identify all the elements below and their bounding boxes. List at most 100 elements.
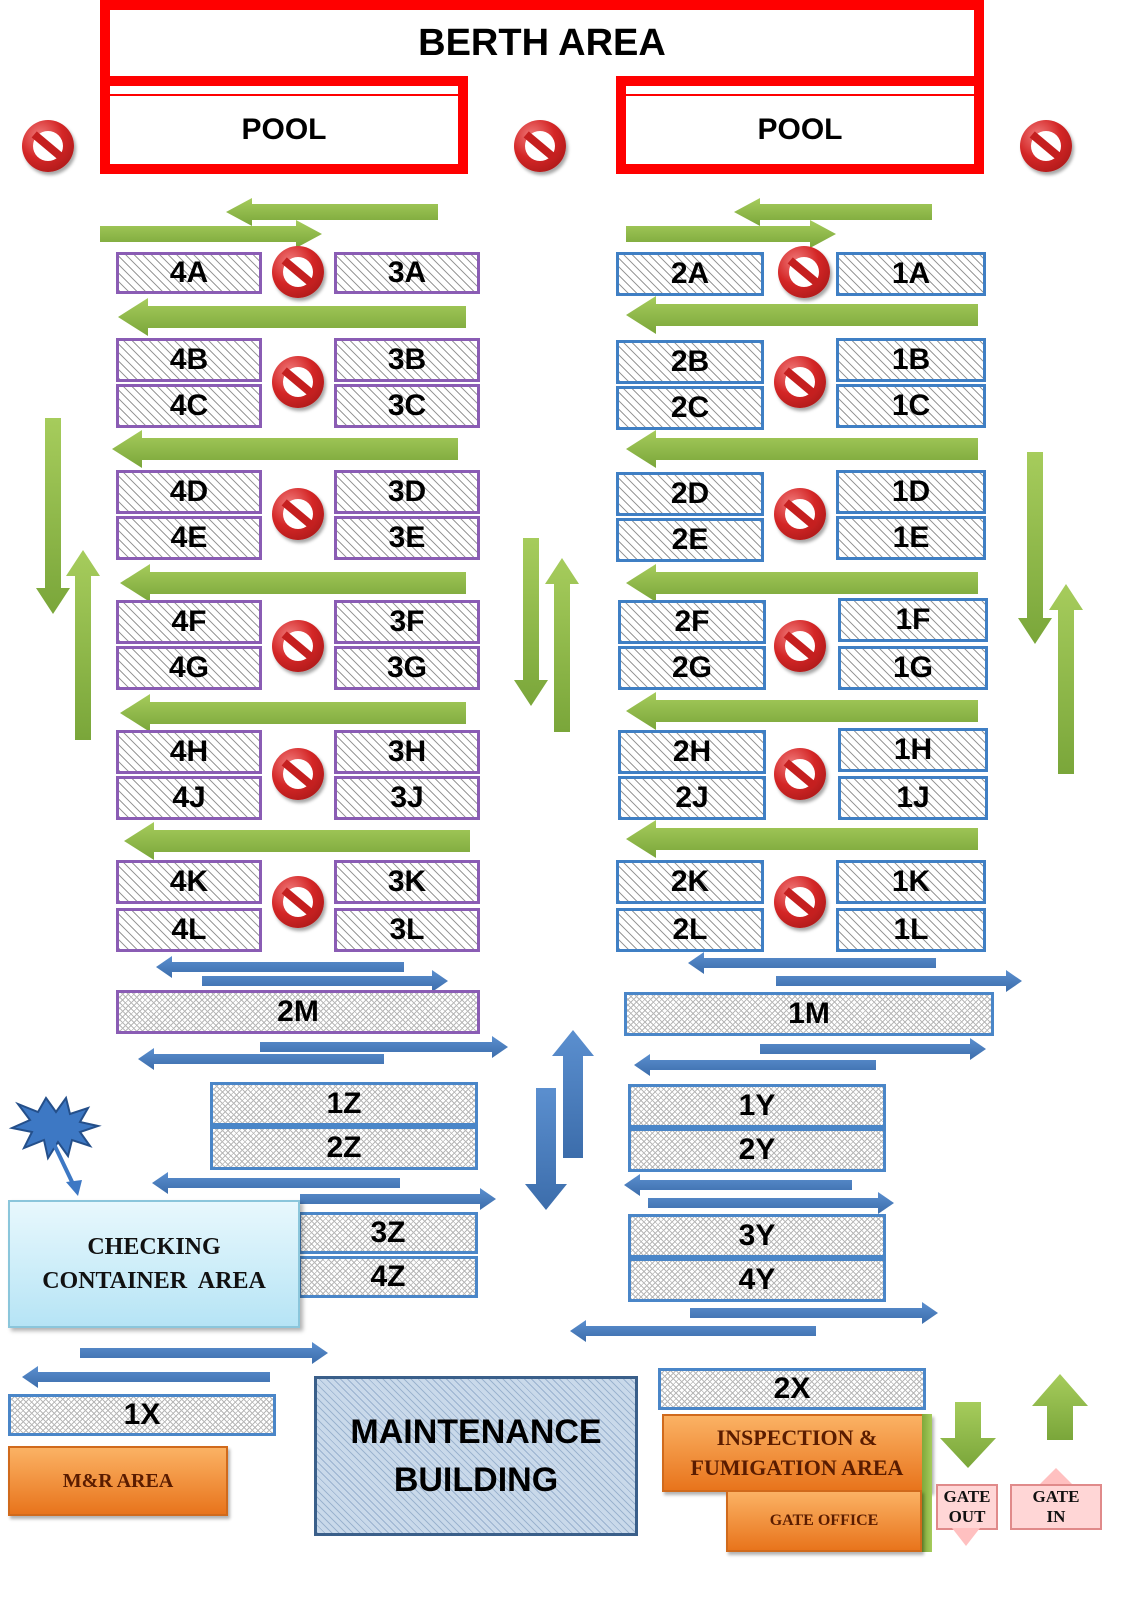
no-entry-icon [774,876,826,928]
block-2M: 2M [116,990,480,1034]
mr-area: M&R AREA [8,1446,228,1516]
arrow-left-icon [156,956,404,978]
block-4F: 4F [116,600,262,644]
block-1H: 1H [838,728,988,772]
no-entry-icon [774,356,826,408]
gate-office-label: GATE OFFICE [769,1512,879,1529]
no-entry-icon [774,748,826,800]
gate-in: GATE IN [1010,1484,1102,1530]
block-2L: 2L [616,908,764,952]
block-1J: 1J [838,776,988,820]
arrow-up-icon [545,558,579,732]
block-1M: 1M [624,992,994,1036]
arrow-left-icon [138,1048,384,1070]
arrow-right-icon [80,1342,328,1364]
block-3D: 3D [334,470,480,514]
block-1K: 1K [836,860,986,904]
block-4Y: 4Y [628,1258,886,1302]
arrow-left-icon [112,430,458,468]
arrow-right-icon [776,970,1022,992]
block-4C: 4C [116,384,262,428]
gate-out-arrow-icon [952,1528,980,1546]
block-3L: 3L [334,908,480,952]
no-entry-icon [1020,120,1072,172]
pool-left-box: POOL [100,86,468,174]
block-1L: 1L [836,908,986,952]
arrow-right-icon [690,1302,938,1324]
arrow-left-icon [626,296,978,334]
arrow-right-icon [260,1036,508,1058]
checking-line-2: CONTAINER AREA [42,1268,266,1294]
arrow-right-icon [760,1038,986,1060]
block-1X: 1X [8,1394,276,1436]
maintenance-line-2: BUILDING [393,1461,559,1499]
no-entry-icon [22,120,74,172]
block-2Y: 2Y [628,1128,886,1172]
arrow-down-icon [940,1402,996,1468]
inspection-line-1: INSPECTION & [716,1425,878,1450]
no-entry-icon [272,246,324,298]
block-2B: 2B [616,340,764,384]
block-3F: 3F [334,600,480,644]
no-entry-icon [778,246,830,298]
arrow-left-icon [120,694,466,732]
block-3B: 3B [334,338,480,382]
arrow-left-icon [570,1320,816,1342]
arrow-up-icon [552,1030,594,1158]
no-entry-icon [272,876,324,928]
arrow-left-icon [624,1174,852,1196]
block-2H: 2H [618,730,766,774]
gate-out: GATE OUT [936,1484,998,1530]
arrow-down-icon [1018,452,1052,644]
inspection-line-2: FUMIGATION AREA [690,1455,904,1480]
block-3K: 3K [334,860,480,904]
block-1C: 1C [836,384,986,428]
gate-in-line-2: IN [1046,1507,1066,1526]
explosion-icon [8,1095,102,1196]
arrow-right-icon [100,220,322,248]
arrow-right-icon [626,220,836,248]
arrow-up-icon [1032,1374,1088,1440]
block-2K: 2K [616,860,764,904]
block-4J: 4J [116,776,262,820]
block-4D: 4D [116,470,262,514]
gate-in-arrow-icon [1040,1468,1072,1484]
block-3G: 3G [334,646,480,690]
pool-left-gap [110,86,458,94]
arrow-left-icon [734,198,932,226]
arrow-down-icon [514,538,548,706]
block-3J: 3J [334,776,480,820]
block-3A: 3A [334,252,480,294]
arrow-left-icon [22,1366,270,1388]
block-4H: 4H [116,730,262,774]
pool-left-label: POOL [241,113,327,146]
block-1G: 1G [838,646,988,690]
block-2F: 2F [618,600,766,644]
block-2C: 2C [616,386,764,430]
arrow-right-icon [202,970,448,992]
block-3Z: 3Z [298,1212,478,1254]
no-entry-icon [272,748,324,800]
checking-container-area: CHECKING CONTAINER AREA [8,1200,300,1328]
block-4G: 4G [116,646,262,690]
arrow-left-icon [124,822,470,860]
block-3E: 3E [334,516,480,560]
block-4A: 4A [116,252,262,294]
arrow-left-icon [118,298,466,336]
arrow-left-icon [152,1172,400,1194]
arrow-up-icon [1049,584,1083,774]
block-2Z: 2Z [210,1126,478,1170]
gate-in-line-1: GATE [1032,1487,1080,1506]
maintenance-building: MAINTENANCE BUILDING [314,1376,638,1536]
arrow-left-icon [226,198,438,226]
arrow-left-icon [626,564,978,602]
block-1A: 1A [836,252,986,296]
gate-office: GATE OFFICE [726,1490,922,1552]
block-1F: 1F [838,598,988,642]
mr-area-label: M&R AREA [62,1469,174,1492]
block-2G: 2G [618,646,766,690]
block-2D: 2D [616,472,764,516]
arrow-left-icon [626,820,978,858]
